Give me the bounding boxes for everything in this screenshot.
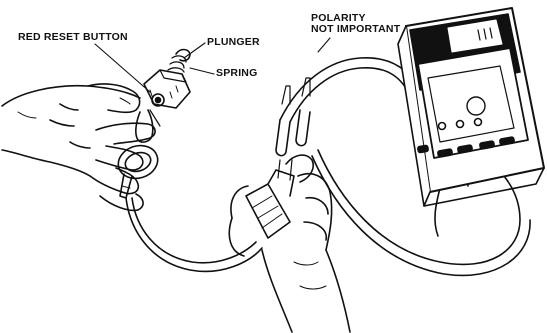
label-polarity-line2: NOT IMPORTANT (311, 24, 400, 35)
label-red-reset-button: RED RESET BUTTON (18, 32, 128, 43)
label-polarity-not-important: POLARITY NOT IMPORTANT (311, 13, 400, 35)
multimeter (398, 8, 544, 206)
label-plunger: PLUNGER (207, 37, 260, 48)
switch-body (136, 50, 190, 143)
label-spring: SPRING (216, 68, 257, 79)
polarity-leader (318, 38, 330, 52)
connector (246, 160, 294, 238)
